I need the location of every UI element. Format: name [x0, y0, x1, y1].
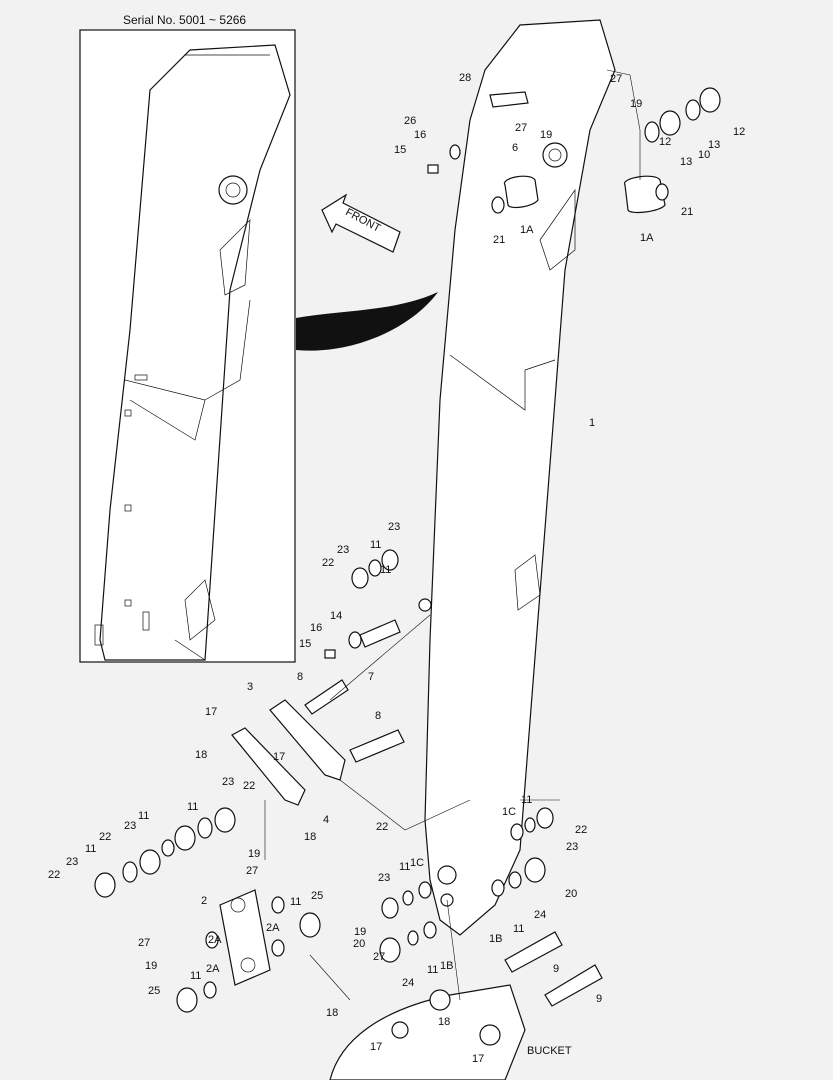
callout-18: 18 [195, 749, 207, 761]
callout-2: 2 [201, 895, 207, 907]
callout-16: 16 [414, 129, 426, 141]
callout-21: 21 [681, 206, 693, 218]
callout-11: 11 [190, 970, 201, 982]
callout-23: 23 [337, 544, 349, 556]
callout-1a: 1A [640, 232, 654, 244]
link-assembly [231, 619, 405, 806]
front-arrow: FRONT [321, 193, 401, 253]
bracket [219, 889, 271, 986]
callout-18: 18 [438, 1016, 450, 1028]
callout-8: 8 [375, 710, 381, 722]
callout-17: 17 [205, 706, 217, 718]
callout-13: 13 [680, 156, 692, 168]
callout-1: 1 [589, 417, 595, 429]
callout-22: 22 [243, 780, 255, 792]
callout-23: 23 [388, 521, 400, 533]
callout-27: 27 [373, 951, 385, 963]
callout-15: 15 [394, 144, 406, 156]
callout-22: 22 [376, 821, 388, 833]
callout-12: 12 [733, 126, 745, 138]
callout-27: 27 [515, 122, 527, 134]
callout-11: 11 [399, 861, 410, 873]
callout-18: 18 [326, 1007, 338, 1019]
serial-title: Serial No. 5001 ~ 5266 [123, 13, 246, 27]
callout-27: 27 [138, 937, 150, 949]
callout-15: 15 [299, 638, 311, 650]
callout-19: 19 [248, 848, 260, 860]
callout-18: 18 [304, 831, 316, 843]
callout-11: 11 [380, 564, 391, 576]
callout-17: 17 [472, 1053, 484, 1065]
callout-27: 27 [246, 865, 258, 877]
callout-19: 19 [354, 926, 366, 938]
callout-14: 14 [330, 610, 342, 622]
callout-4: 4 [323, 814, 329, 826]
callout-2a: 2A [266, 922, 280, 934]
callout-1b: 1B [440, 960, 453, 972]
callout-6: 6 [512, 142, 518, 154]
callout-17: 17 [273, 751, 285, 763]
callout-10: 10 [698, 149, 710, 161]
callout-26: 26 [404, 115, 416, 127]
callout-22: 22 [322, 557, 334, 569]
callout-1b: 1B [489, 933, 502, 945]
callout-24: 24 [402, 977, 414, 989]
callout-23: 23 [124, 820, 136, 832]
callout-9: 9 [596, 993, 602, 1005]
inset-arm [94, 44, 291, 661]
callout-11: 11 [85, 843, 96, 855]
callout-19: 19 [145, 960, 157, 972]
seal-rings [94, 87, 721, 1013]
callout-12: 12 [659, 136, 671, 148]
pins [489, 91, 666, 1007]
callout-11: 11 [427, 964, 438, 976]
callout-22: 22 [575, 824, 587, 836]
callout-24: 24 [534, 909, 546, 921]
callout-11: 11 [521, 794, 532, 806]
callout-25: 25 [311, 890, 323, 902]
bucket-label: BUCKET [527, 1045, 572, 1057]
callout-11: 11 [187, 801, 198, 813]
callout-13: 13 [708, 139, 720, 151]
callout-1c: 1C [410, 857, 424, 869]
callout-1a: 1A [520, 224, 534, 236]
callout-11: 11 [370, 539, 381, 551]
callout-19: 19 [540, 129, 552, 141]
bucket: BUCKET [329, 984, 572, 1080]
callout-2a: 2A [208, 934, 222, 946]
callout-7: 7 [368, 671, 374, 683]
callout-23: 23 [566, 841, 578, 853]
callout-16: 16 [310, 622, 322, 634]
alignment-lines [264, 69, 641, 1001]
callout-28: 28 [459, 72, 471, 84]
callout-11: 11 [138, 810, 149, 822]
main-arm [418, 19, 616, 936]
callout-11: 11 [513, 923, 524, 935]
callout-20: 20 [353, 938, 365, 950]
callout-19: 19 [630, 98, 642, 110]
callout-3: 3 [247, 681, 253, 693]
callout-27: 27 [610, 73, 622, 85]
callout-25: 25 [148, 985, 160, 997]
callout-8: 8 [297, 671, 303, 683]
callout-20: 20 [565, 888, 577, 900]
callout-11: 11 [290, 896, 301, 908]
transition-arrow [296, 292, 438, 351]
callout-23: 23 [378, 872, 390, 884]
callout-9: 9 [553, 963, 559, 975]
callout-2a: 2A [206, 963, 220, 975]
callout-labels: 1 1A 1A 1B 1B 1C 1C 2 2A 2A 2A 3 4 6 7 8 8 9 9 10 11 11 11 11 11… [48, 72, 745, 1065]
callout-23: 23 [66, 856, 78, 868]
callout-1c: 1C [502, 806, 516, 818]
callout-23: 23 [222, 776, 234, 788]
callout-21: 21 [493, 234, 505, 246]
callout-22: 22 [99, 831, 111, 843]
callout-17: 17 [370, 1041, 382, 1053]
callout-22: 22 [48, 869, 60, 881]
